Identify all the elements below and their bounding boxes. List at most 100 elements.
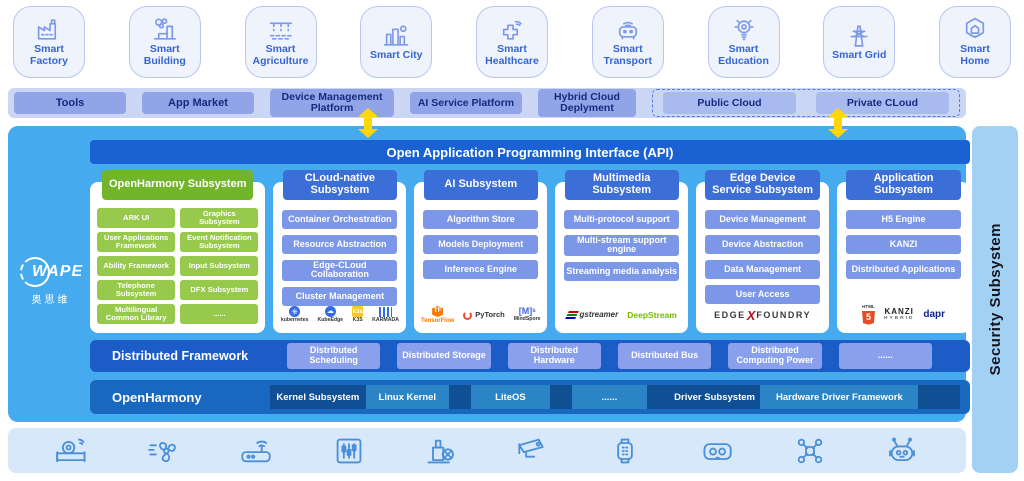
scenario-label: Smart Building <box>143 43 186 67</box>
kernel-segment: Linux Kernel <box>365 385 449 409</box>
subsystem-item: Telephone Subsystem <box>97 280 176 300</box>
app-market-box: App Market <box>142 92 254 114</box>
kubeedge-icon: ☁ <box>324 306 336 318</box>
column-items: ARK UI Graphics Subsystem User Applicati… <box>90 200 265 324</box>
column-application-subsystem: Application Subsystem H5 Engine KANZI Di… <box>837 170 970 333</box>
subsystem-item: Models Deployment <box>423 235 539 254</box>
smart-water-meter-icon <box>56 438 86 462</box>
subsystem-item: Container Orchestration <box>282 210 398 229</box>
security-subsystem-label: Security Subsystem <box>986 223 1004 376</box>
brand-name: WAPE <box>32 263 84 280</box>
education-icon <box>733 20 754 41</box>
subsystem-item: User Applications Framework <box>97 232 176 252</box>
distributed-item: Distributed Scheduling <box>287 343 381 369</box>
scenario-smart-transport: Smart Transport <box>591 6 664 78</box>
home-icon <box>965 18 985 39</box>
column-items: H5 Engine KANZI Distributed Applications <box>837 200 970 279</box>
column-header: Application Subsystem <box>846 170 961 200</box>
column-items: Device Management Device Abstraction Dat… <box>696 200 829 304</box>
private-cloud-box: Private CLoud <box>816 92 949 114</box>
column-multimedia-subsystem: Multimedia Subsystem Multi-protocol supp… <box>555 170 689 333</box>
wifi-router-icon <box>241 440 272 462</box>
subsystem-item: Resource Abstraction <box>282 235 398 254</box>
openharmony-row: OpenHarmony Kernel Subsystem Linux Kerne… <box>90 380 970 414</box>
robot-icon <box>888 437 915 461</box>
distributed-item: Distributed Computing Power <box>728 343 822 369</box>
pytorch-icon <box>463 310 473 320</box>
subsystem-item: Multilingual Common Library <box>97 304 176 324</box>
segment-spacer <box>918 385 960 409</box>
column-header: Edge Device Service Subsystem <box>705 170 820 200</box>
column-header: OpenHarmony Subsystem <box>102 170 254 200</box>
subsystem-item: ...... <box>180 304 259 324</box>
subsystem-item: Input Subsystem <box>180 256 259 276</box>
double-arrow-icon <box>828 108 848 138</box>
vr-headset-icon <box>703 442 733 460</box>
scenario-label: Smart Transport <box>603 43 652 67</box>
double-arrow-icon <box>358 108 378 138</box>
subsystem-item: Data Management <box>705 260 821 279</box>
scenario-label: Smart City <box>369 49 423 62</box>
subsystem-item: Event Notification Subsystem <box>180 232 259 252</box>
kernel-segment: ...... <box>571 385 647 409</box>
column-items: Multi-protocol support Multi-stream supp… <box>555 200 688 281</box>
subsystem-item: Algorithm Store <box>423 210 539 229</box>
column-header: CLoud-native Subsystem <box>282 170 398 200</box>
scenario-smart-healthcare: Smart Healthcare <box>476 6 548 78</box>
scenario-label: Smart Healthcare <box>485 43 539 67</box>
scenario-smart-building: Smart Building <box>128 6 201 78</box>
ai-service-platform-box: AI Service Platform <box>410 92 522 114</box>
subsystem-item: DFX Subsystem <box>180 280 259 300</box>
subsystem-item: Device Abstraction <box>705 235 821 254</box>
drone-icon <box>797 438 822 463</box>
scenario-smart-home: Smart Home <box>939 6 1011 78</box>
distributed-item: Distributed Storage <box>397 343 491 369</box>
html5-icon: 5 <box>861 310 875 325</box>
subsystem-columns: OpenHarmony Subsystem ARK UI Graphics Su… <box>90 170 970 333</box>
karmada-icon <box>379 306 393 317</box>
platform-strip: Tools App Market Device Management Platf… <box>8 88 966 118</box>
healthcare-icon <box>502 21 522 40</box>
kubernetes-logo: ⎈kubernetes <box>280 306 309 324</box>
subsystem-item: Edge-CLoud Collaboration <box>282 260 398 281</box>
scenario-label: Smart Factory <box>30 43 68 67</box>
brand-name-cn: 奥思维 <box>31 295 71 306</box>
device-management-platform-box: Device Management Platform <box>270 89 394 117</box>
cloud-dashed-group: Public Cloud Private CLoud <box>652 89 960 117</box>
smartwatch-icon <box>617 438 633 463</box>
subsystem-item: Multi-protocol support <box>564 210 680 229</box>
scenario-label: Smart Agriculture <box>252 43 309 67</box>
distributed-framework-row: Distributed Framework Distributed Schedu… <box>90 340 970 372</box>
distributed-framework-label: Distributed Framework <box>112 349 249 363</box>
kernel-segment: Hardware Driver Framework <box>760 385 919 409</box>
building-icon <box>153 18 176 40</box>
scenario-label: Smart Education <box>718 43 769 67</box>
industrial-pump-icon <box>427 439 454 463</box>
kernel-segment: Kernel Subsystem <box>270 385 366 409</box>
transport-icon <box>618 22 637 40</box>
column-logos: EDGE X FOUNDRY <box>696 303 829 327</box>
agriculture-icon <box>269 22 292 40</box>
openharmony-label: OpenHarmony <box>112 389 202 405</box>
scenario-label: Smart Grid <box>832 49 887 62</box>
city-icon <box>383 25 409 46</box>
distributed-item: ...... <box>838 343 932 369</box>
api-bar: Open Application Programming Interface (… <box>90 140 970 164</box>
grid-icon <box>850 25 868 47</box>
subsystem-item: Distributed Applications <box>846 260 961 279</box>
dapr-logo: dapr <box>923 309 946 320</box>
subsystem-item: H5 Engine <box>846 210 961 229</box>
subsystem-item: Streaming media analysis <box>564 261 680 281</box>
column-items: Container Orchestration Resource Abstrac… <box>273 200 406 306</box>
column-logos: gstreamer DeepStream <box>555 303 688 327</box>
column-edge-device-service-subsystem: Edge Device Service Subsystem Device Man… <box>696 170 830 333</box>
column-ai-subsystem: AI Subsystem Algorithm Store Models Depl… <box>414 170 548 333</box>
kernel-segment: LiteOS <box>470 385 550 409</box>
distributed-item: Distributed Bus <box>617 343 712 369</box>
edgexfoundry-logo: EDGE X FOUNDRY <box>714 307 812 323</box>
